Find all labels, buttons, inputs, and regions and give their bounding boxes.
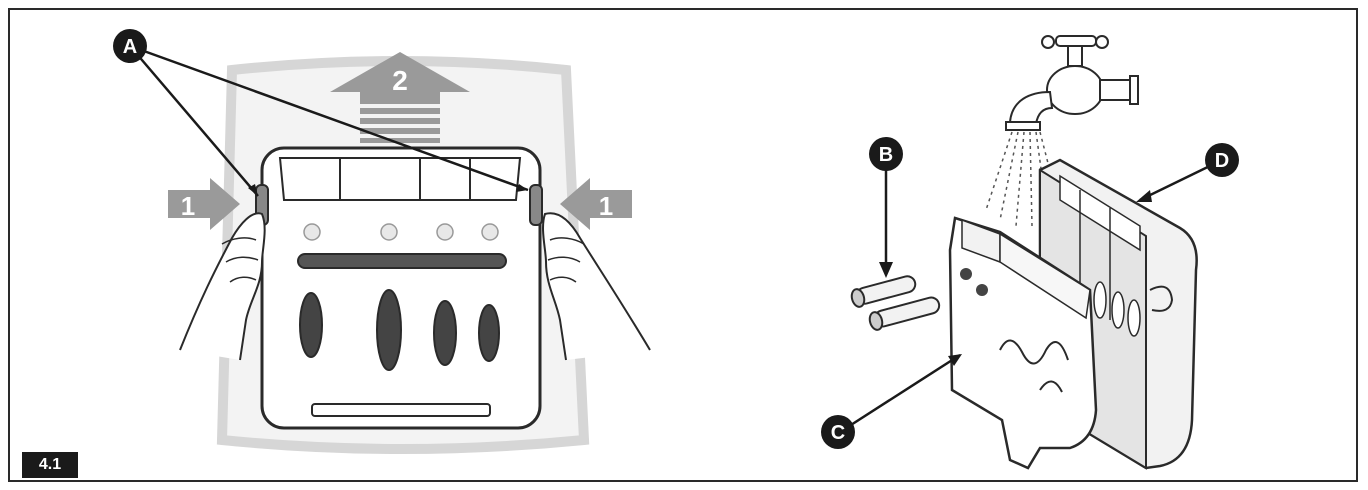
callout-c-label: C — [831, 422, 845, 444]
figure-number-badge: 4.1 — [22, 452, 78, 478]
drawer-compartments — [278, 157, 522, 201]
drawer-window — [478, 304, 500, 362]
callout-a-leader — [129, 44, 529, 192]
right-hand — [542, 212, 651, 361]
press-right-arrow: 1 — [560, 178, 632, 230]
left-hand — [179, 212, 266, 361]
callout-c-leader — [839, 353, 961, 434]
callout-b-label: B — [879, 144, 893, 166]
press-left-arrow: 1 — [168, 178, 240, 230]
step-2-label: 2 — [392, 65, 408, 96]
latch-right — [529, 184, 543, 226]
drawer-slot — [297, 253, 507, 269]
callout-b — [869, 137, 903, 171]
callout-a-leader — [129, 45, 259, 197]
drawer-insert-c — [948, 216, 1098, 470]
siphon-caps-b — [850, 275, 941, 331]
callout-d-leader — [1139, 160, 1219, 202]
drawer-window — [376, 289, 402, 371]
callout-d-label: D — [1215, 150, 1229, 172]
drawer-knob — [481, 223, 499, 241]
water-tap — [1005, 35, 1139, 131]
callout-a-label: A — [123, 36, 137, 58]
callout-c — [821, 415, 855, 449]
callout-d — [1205, 143, 1239, 177]
drawer-knob — [380, 223, 398, 241]
step-1-left-label: 1 — [181, 191, 195, 221]
drawer-removal-illustration: 2 1 1 A — [113, 29, 651, 454]
lift-arrow: 2 — [330, 52, 470, 143]
drawer-cleaning-illustration: B C D — [821, 35, 1239, 470]
drawer-knob — [436, 223, 454, 241]
drawer-window — [433, 300, 457, 366]
detergent-drawer — [260, 146, 542, 430]
drawer-lip — [311, 403, 491, 417]
drawer-knob — [303, 223, 321, 241]
drawer-window — [299, 292, 323, 358]
step-1-right-label: 1 — [599, 191, 613, 221]
callout-a — [113, 29, 147, 63]
